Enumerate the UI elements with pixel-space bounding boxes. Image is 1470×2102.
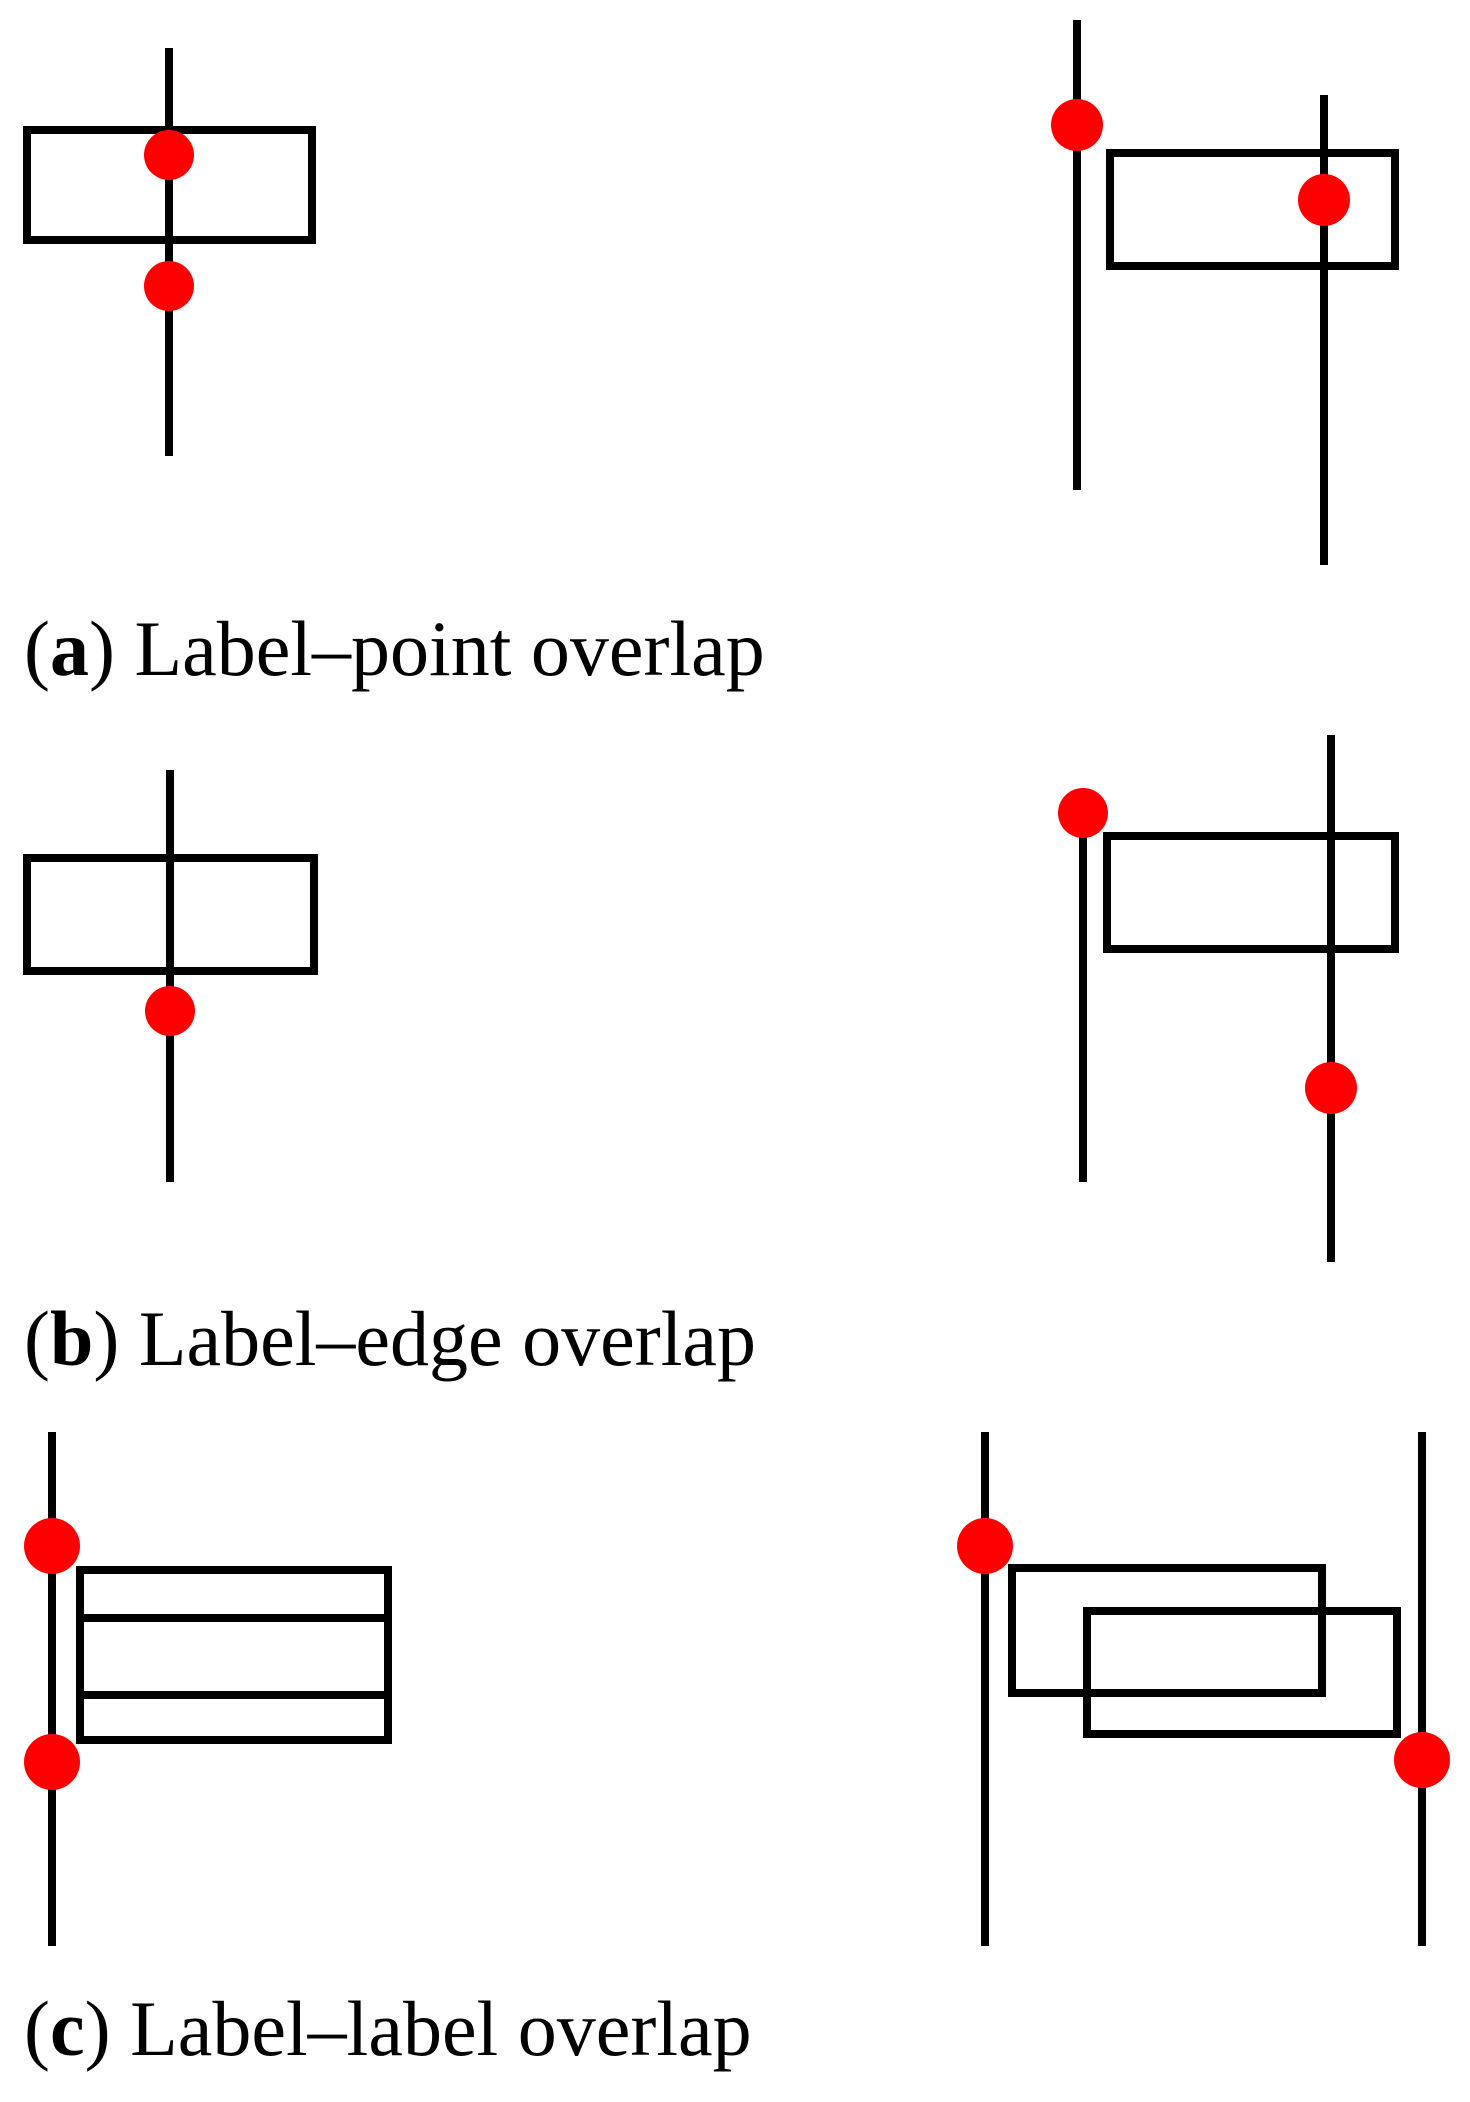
label-box (1008, 1564, 1326, 1697)
caption-c: (c) Label–label overlap (24, 1985, 752, 2072)
caption-a: (a) Label–point overlap (24, 605, 765, 692)
panel-c (24, 1432, 1450, 1946)
label-box (76, 1566, 392, 1699)
point-marker (1305, 1062, 1357, 1114)
panel-a (23, 20, 1399, 565)
caption-b: (b) Label–edge overlap (24, 1295, 757, 1382)
caption-letter: c (49, 1985, 85, 2072)
caption-letter: b (49, 1295, 94, 1382)
point-marker (1298, 174, 1350, 226)
point-marker (1051, 99, 1103, 151)
panel-a-left (23, 48, 316, 456)
point-marker (144, 261, 194, 311)
label-box (1083, 1607, 1401, 1738)
label-box (1103, 832, 1399, 953)
panel-b (23, 735, 1399, 1262)
panel-c-left (24, 1432, 392, 1946)
label-box (1106, 149, 1399, 270)
caption-text: Label–edge overlap (138, 1295, 757, 1382)
caption-text: Label–point overlap (134, 605, 765, 692)
panel-c-right (957, 1432, 1450, 1946)
label-box (23, 126, 316, 244)
panel-b-right (1058, 735, 1399, 1262)
caption-letter: a (49, 605, 89, 692)
caption-text: Label–label overlap (130, 1985, 752, 2072)
panel-b-left (23, 770, 318, 1182)
point-marker (24, 1518, 80, 1574)
label-box (76, 1614, 392, 1744)
panel-a-right (1051, 20, 1399, 565)
point-marker (145, 986, 195, 1036)
point-marker (1394, 1732, 1450, 1788)
point-marker (1058, 788, 1108, 838)
point-marker (144, 130, 194, 180)
label-box (23, 854, 318, 975)
point-marker (957, 1518, 1013, 1574)
point-marker (24, 1734, 80, 1790)
